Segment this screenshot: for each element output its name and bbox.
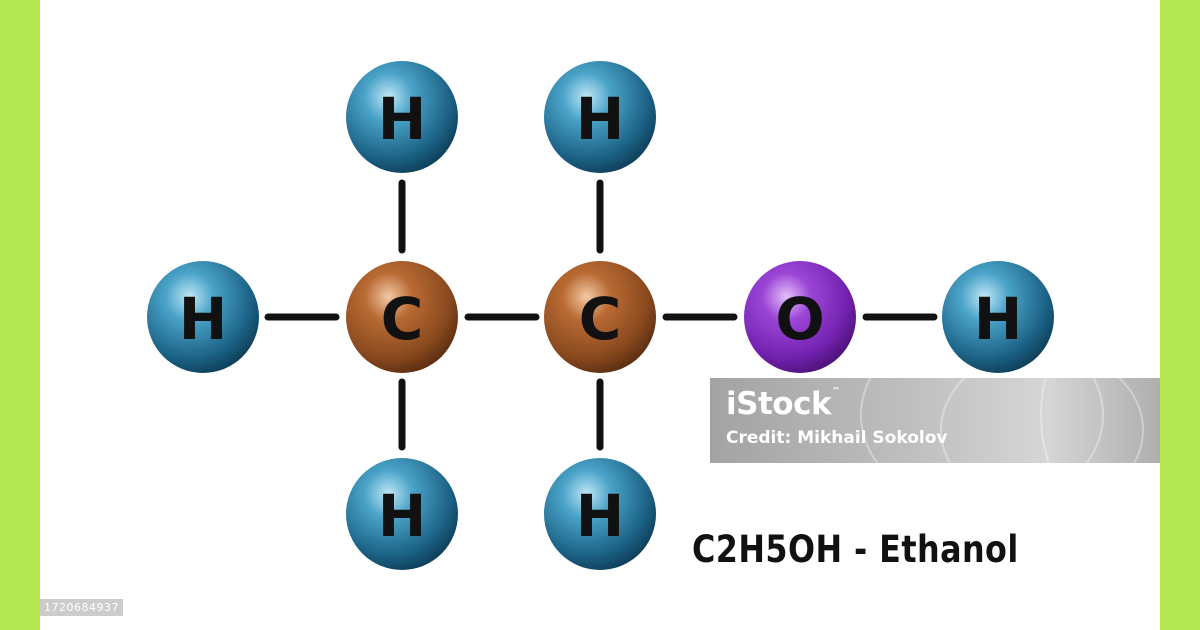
formula-label: C2H5OH - Ethanol [692,528,1019,571]
atom-label: C [579,285,622,353]
atom-hydrogen-top-2: H [544,61,656,173]
atom-label: O [775,285,824,353]
istock-watermark: iStock™ Credit: Mikhail Sokolov [710,378,1160,463]
atom-oxygen: O [744,261,856,373]
atom-carbon-2: C [544,261,656,373]
photo-credit: Credit: Mikhail Sokolov [726,428,948,448]
atom-label: H [179,285,228,353]
trademark-symbol: ™ [832,386,840,395]
atom-label: C [381,285,424,353]
atom-carbon-1: C [346,261,458,373]
left-border [0,0,40,630]
right-border [1160,0,1200,630]
atom-label: H [576,85,625,153]
atom-label: H [576,482,625,550]
atom-hydrogen-left: H [147,261,259,373]
atom-hydrogen-bottom-1: H [346,458,458,570]
atom-hydrogen-bottom-2: H [544,458,656,570]
istock-logo: iStock™ [726,386,840,422]
bonds [264,179,938,451]
image-id-tag: 1720684937 [40,599,123,616]
atom-label: H [974,285,1023,353]
istock-logo-text: iStock [726,386,832,422]
atom-label: H [378,482,427,550]
atom-hydrogen-right: H [942,261,1054,373]
atom-label: H [378,85,427,153]
atom-hydrogen-top-1: H [346,61,458,173]
